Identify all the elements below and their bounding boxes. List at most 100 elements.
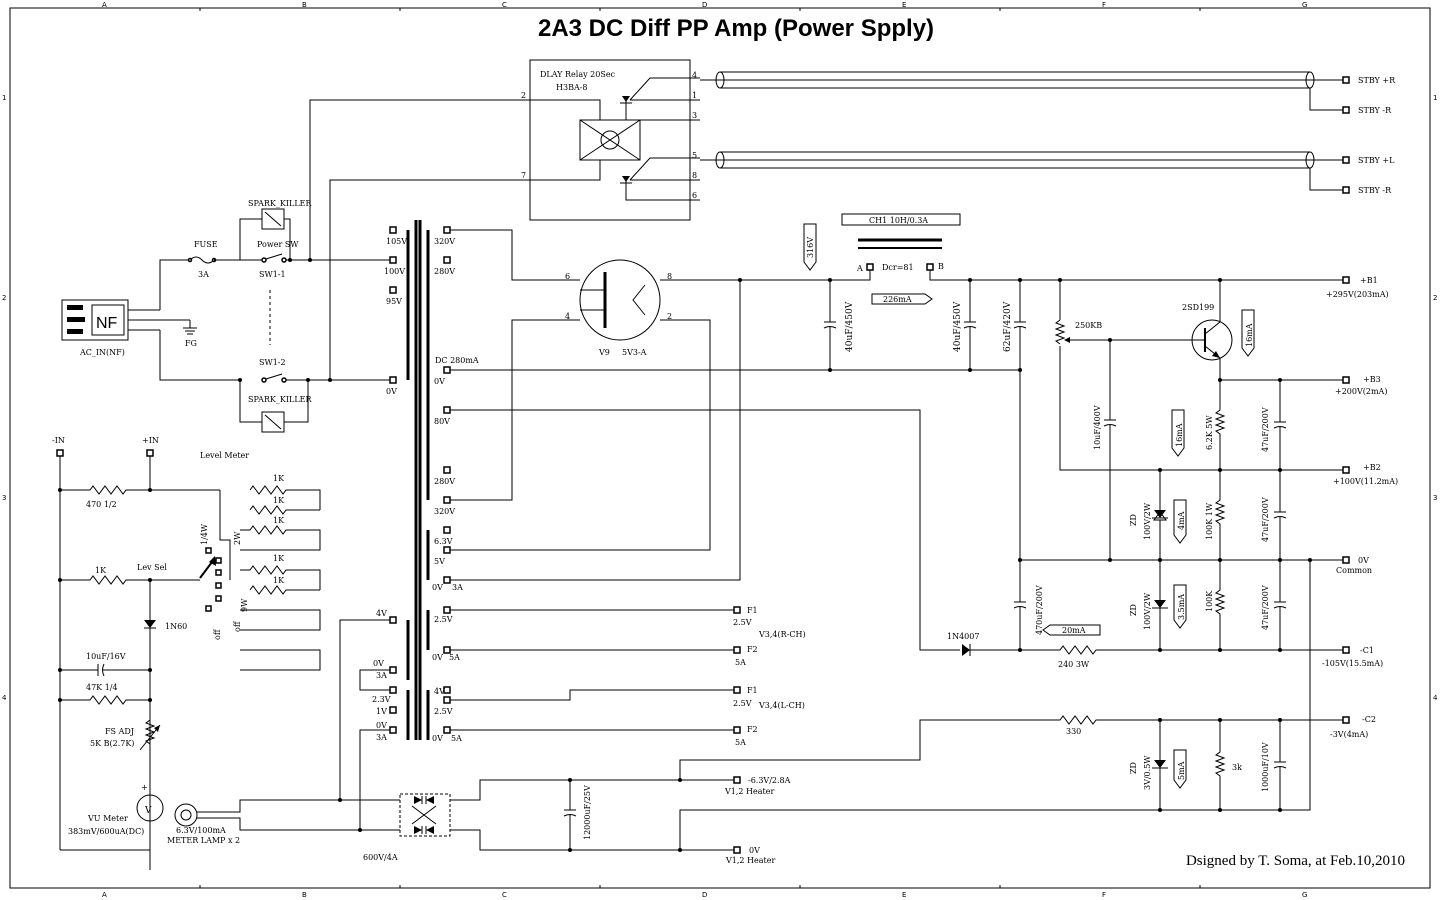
c1-label: -C1 — [1360, 646, 1374, 655]
r1k-label: 1K — [95, 566, 107, 575]
choke: CH1 10H/0.3A A B Dcr=81 316V 226mA — [803, 213, 1345, 305]
relay-label-2: H3BA-8 — [556, 83, 588, 92]
resistor-r3: 100K — [1205, 590, 1214, 612]
grid-row-1: 1 — [2, 94, 6, 102]
tr-rect-0v: 0V — [432, 583, 443, 592]
r1k-d-label: 1K — [273, 554, 285, 563]
grid-col-b-bottom: B — [302, 891, 307, 899]
current-i4: 20mA — [1062, 626, 1086, 635]
meter-cap-label: 10uF/16V — [86, 652, 126, 661]
vu-meter-label: VU Meter — [87, 814, 128, 823]
c1-voltage: -105V(15.5mA) — [1322, 659, 1383, 668]
fs-adj-label: FS ADJ — [105, 727, 134, 736]
choke-current: 226mA — [883, 295, 912, 304]
lamp-spec: 6.3V/100mA — [176, 826, 226, 835]
v12-0v-label: 0V — [749, 846, 760, 855]
relay-pin-3: 3 — [692, 111, 697, 120]
resistor-r5: 330 — [1066, 727, 1081, 736]
transistor-name: 2SD199 — [1182, 303, 1214, 312]
c2-label: -C2 — [1362, 715, 1376, 724]
tube-pin-8: 8 — [667, 272, 672, 281]
resistor-r1: 6.2K 5W — [1205, 415, 1214, 450]
relay-pin-8: 8 — [692, 171, 697, 180]
level-meter-label: Level Meter — [200, 451, 249, 460]
pos-in-label: +IN — [142, 436, 159, 445]
tr-rect-6-3v: 6.3V — [434, 537, 453, 546]
tr-hl-0v: 0V — [432, 734, 443, 743]
diagram-title: 2A3 DC Diff PP Amp (Power Spply) — [538, 15, 934, 42]
grid-col-e: E — [902, 1, 906, 9]
choke-b: B — [938, 262, 944, 271]
lev-sel-label: Lev Sel — [137, 563, 167, 572]
grid-row-1-right: 1 — [1433, 94, 1437, 102]
tr-hr-0v: 0V — [432, 653, 443, 662]
f1-l-label: F1 — [747, 686, 758, 695]
v34l-label: V3,4(L-CH) — [758, 701, 805, 710]
power-transformer: 105V 100V 95V 0V 320V 280V DC 280mA 0V 8… — [359, 220, 479, 743]
v12-heater-label: V1,2 Heater — [724, 787, 774, 796]
zener-z1-label: ZD — [1129, 514, 1138, 526]
tr-v1-1v: 1V — [376, 707, 387, 716]
tr-hv-320v-top: 320V — [434, 237, 455, 246]
v34r-label: V3,4(R-CH) — [758, 630, 806, 639]
cap-c10: 12000uF/25V — [583, 785, 592, 840]
grid-col-a-bottom: A — [102, 891, 107, 899]
tr-hv-280v-bottom: 280V — [434, 477, 455, 486]
b3-voltage: +200V(2mA) — [1335, 387, 1387, 396]
tube-pin-4: 4 — [565, 312, 570, 321]
rectifier-tube: 6 4 8 2 V9 5V3-A — [450, 229, 855, 581]
tr-rect-3a: 3A — [452, 583, 463, 592]
drawing-frame — [9, 7, 1431, 889]
f2-l-label: F2 — [747, 725, 758, 734]
resistor-r2: 100K 1W — [1205, 502, 1214, 540]
w2-label: 2W — [233, 531, 242, 545]
cap-c6: 47uF/200V — [1261, 497, 1270, 542]
relay-pin-2: 2 — [521, 91, 526, 100]
fuse-rating: 3A — [198, 270, 209, 279]
r1k-a-label: 1K — [273, 474, 285, 483]
stby-r-plus-label: STBY +R — [1358, 76, 1396, 85]
current-i5: 5mA — [1177, 761, 1186, 780]
stby-l-minus-label: STBY -R — [1358, 186, 1392, 195]
zener-z3-voltage: 3V/0.5W — [1143, 755, 1152, 790]
cap-c8: 470uF/200V — [1035, 585, 1044, 635]
grid-col-e-bottom: E — [902, 891, 906, 899]
relay-pin-1: 1 — [692, 91, 697, 100]
grid-row-3: 3 — [2, 494, 6, 502]
b3-label: +B3 — [1363, 375, 1381, 384]
grid-row-2-right: 2 — [1433, 294, 1437, 302]
zener-z2-label: ZD — [1129, 604, 1138, 616]
fs-pot-label: 5K B(2.7K) — [90, 739, 134, 748]
tr-pri-0v: 0V — [386, 387, 397, 396]
f1-r-label: F1 — [747, 606, 758, 615]
voltmeter-symbol: V — [144, 806, 152, 816]
c2-voltage: -3V(4mA) — [1330, 730, 1368, 739]
credit-text: Dsigned by T. Soma, at Feb.10,2010 — [1186, 853, 1405, 869]
v34r-current: 5A — [735, 658, 746, 667]
tr-hv-80v: 80V — [434, 417, 450, 426]
tr-v1-4v: 4V — [376, 609, 387, 618]
pot-label: 250KB — [1075, 321, 1102, 330]
b1-label: +B1 — [1360, 276, 1378, 285]
tr-hl-4v: 4V — [434, 687, 445, 696]
grid-col-b: B — [302, 1, 307, 9]
diode-1n60: 1N60 — [165, 622, 187, 631]
current-i2: 4mA — [1177, 511, 1186, 530]
tr-hv-280v-top: 280V — [434, 267, 455, 276]
grid-col-a: A — [102, 1, 107, 9]
cap-c9: 1000uF/10V — [1261, 742, 1270, 792]
tube-pin-2: 2 — [667, 312, 672, 321]
v12-heater-label-2: V1,2 Heater — [725, 856, 775, 865]
choke-name: CH1 10H/0.3A — [869, 216, 928, 225]
vu-meter-spec: 383mV/600uA(DC) — [68, 827, 144, 836]
spark-killer-top-label: SPARK_KILLER — [248, 199, 313, 208]
cap-c5: 47uF/200V — [1261, 407, 1270, 452]
grid-col-d-bottom: D — [702, 891, 707, 899]
zener-z2-voltage: 100V/2W — [1143, 592, 1152, 630]
b1-voltage: +295V(203mA) — [1326, 290, 1389, 299]
b-regulator: +B1 +295V(203mA) 250KB 10uF/400V 2SD199 … — [450, 276, 1398, 850]
r47k-label: 47K 1/4 — [86, 683, 118, 692]
neg-in-label: -IN — [52, 436, 65, 445]
relay-pin-4: 4 — [692, 71, 697, 80]
